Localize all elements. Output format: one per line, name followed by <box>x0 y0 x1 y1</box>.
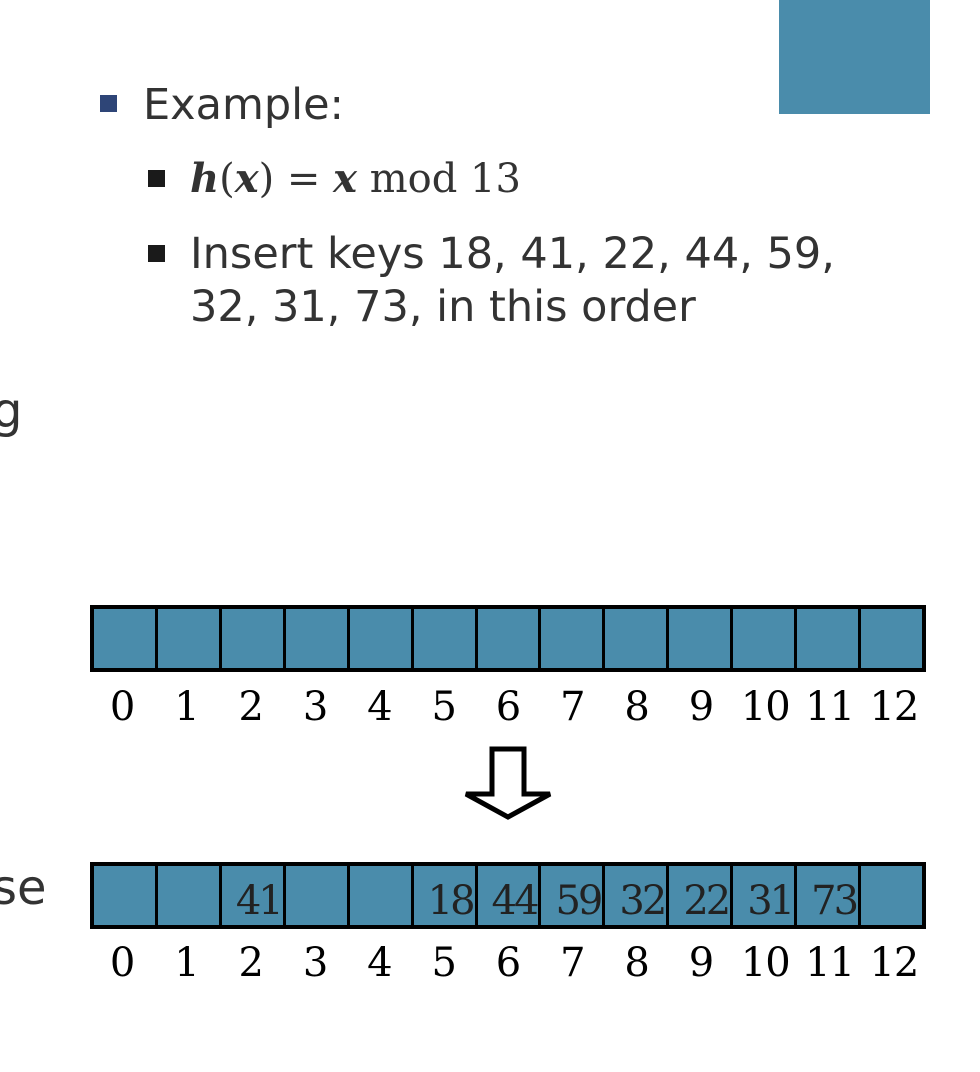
array-cell <box>154 609 219 668</box>
cell-value: 59 <box>555 878 603 924</box>
index-label: 4 <box>367 684 392 730</box>
array-cell <box>730 609 795 668</box>
array-cell: 18 <box>410 866 476 925</box>
array-cell <box>346 609 411 668</box>
formula-mod: mod 13 <box>356 156 521 202</box>
index-label: 8 <box>624 940 649 986</box>
cell-value: 32 <box>619 878 667 924</box>
array-cell <box>410 609 475 668</box>
index-label: 4 <box>367 940 392 986</box>
index-label: 9 <box>688 940 714 986</box>
index-label: 2 <box>238 684 264 730</box>
array-cell <box>666 609 731 668</box>
array-cell <box>94 866 155 925</box>
index-label: 12 <box>869 940 919 986</box>
array-cell: 22 <box>666 866 731 925</box>
index-label: 12 <box>869 684 919 730</box>
index-label: 6 <box>495 684 521 730</box>
formula-x: x <box>234 155 259 202</box>
array-cell <box>794 609 859 668</box>
index-label: 3 <box>302 684 328 730</box>
index-label: 9 <box>688 684 714 730</box>
array-cell: 59 <box>538 866 603 925</box>
array-cell <box>858 866 922 925</box>
clipped-text-g: g <box>0 383 23 439</box>
formula-h: h <box>190 155 220 202</box>
cell-value: 73 <box>811 878 859 924</box>
formula-equals: = <box>274 156 334 202</box>
index-label: 0 <box>109 684 135 730</box>
index-label: 3 <box>302 940 328 986</box>
cell-value: 31 <box>747 878 795 924</box>
array-cell: 41 <box>218 866 284 925</box>
hash-table-empty <box>90 605 926 672</box>
index-label: 1 <box>174 684 199 730</box>
array-cell <box>154 866 219 925</box>
formula-open-paren: ( <box>219 156 235 202</box>
corner-accent-block <box>779 0 930 114</box>
index-label: 1 <box>174 940 199 986</box>
array-cell <box>94 609 155 668</box>
cell-value: 44 <box>491 878 540 924</box>
array-cell <box>538 609 603 668</box>
index-label: 5 <box>431 684 456 730</box>
hash-function-formula: h(x) = x mod 13 <box>190 153 521 205</box>
example-label: Example: <box>143 80 345 130</box>
formula-close-paren: ) <box>258 156 275 202</box>
array-cell: 44 <box>474 866 540 925</box>
array-cell <box>282 866 347 925</box>
array-cell <box>282 609 347 668</box>
down-arrow-icon <box>464 746 552 820</box>
array-cell <box>474 609 539 668</box>
bullet-square-icon <box>148 170 165 187</box>
array-cell <box>858 609 922 668</box>
index-label: 2 <box>238 940 264 986</box>
index-label: 11 <box>805 940 855 986</box>
index-label: 10 <box>740 940 791 986</box>
array-cell <box>346 866 411 925</box>
cell-value: 41 <box>235 878 284 924</box>
insert-keys-text: Insert keys 18, 41, 22, 44, 59, 32, 31, … <box>190 229 835 332</box>
index-label: 5 <box>431 940 456 986</box>
index-label: 7 <box>560 684 585 730</box>
array-cell <box>602 609 667 668</box>
index-label: 11 <box>805 684 855 730</box>
index-label: 0 <box>109 940 135 986</box>
bullet-square-icon <box>148 245 165 262</box>
clipped-text-se: se <box>0 860 47 916</box>
index-label: 10 <box>740 684 791 730</box>
formula-x2: x <box>333 155 357 202</box>
hash-table-filled: 41 18 44 59 32 22 31 73 <box>90 862 926 929</box>
array-cell <box>218 609 283 668</box>
index-label: 8 <box>624 684 649 730</box>
bullet-square-icon <box>100 95 117 112</box>
array-cell: 32 <box>602 866 667 925</box>
cell-value: 18 <box>427 878 476 924</box>
index-label: 6 <box>495 940 521 986</box>
index-label: 7 <box>560 940 585 986</box>
array-cell: 73 <box>794 866 859 925</box>
array-cell: 31 <box>730 866 795 925</box>
cell-value: 22 <box>683 878 731 924</box>
